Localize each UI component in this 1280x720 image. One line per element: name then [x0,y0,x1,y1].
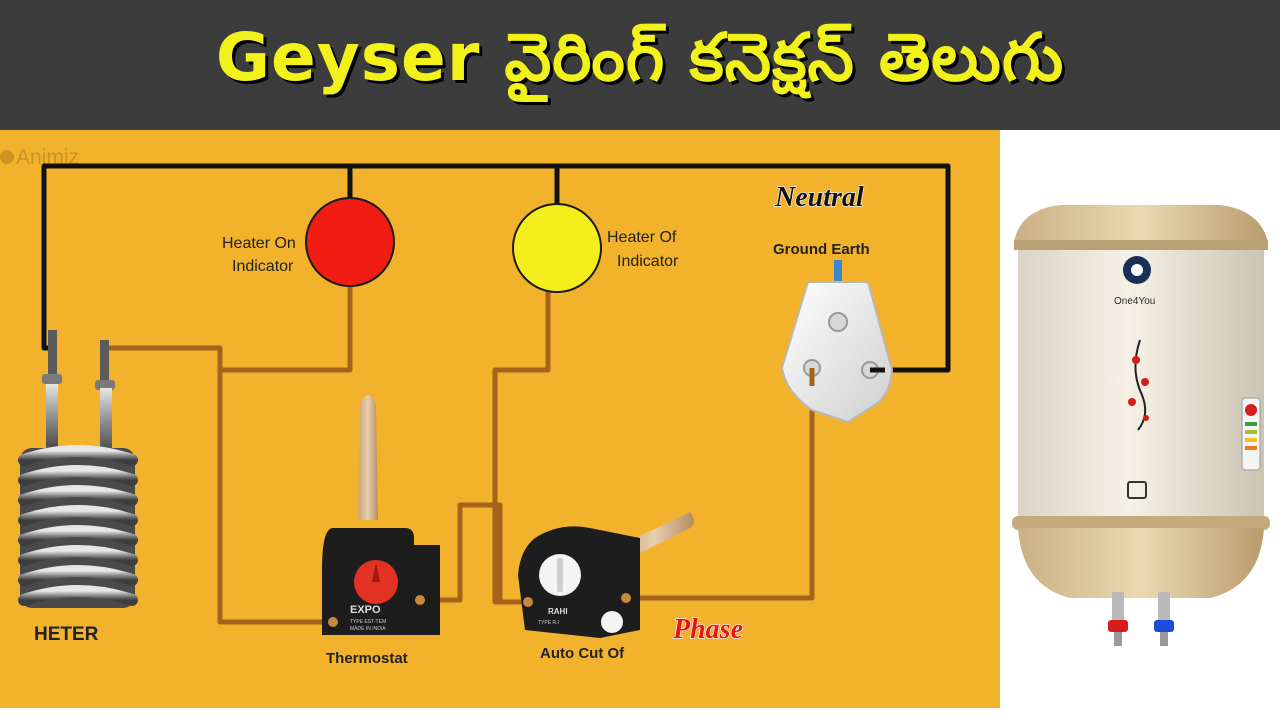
heater-top-cap [1014,205,1268,242]
watermark-text: Animiz [16,146,79,169]
cold-water-valve-icon [1154,620,1174,632]
thermostat-probe [358,395,378,520]
plug-body [780,281,894,424]
auto-cut-type: TYPE R.I [538,620,559,626]
wire-off-indicator-return [492,290,551,605]
header-banner: Geyser వైరింగ్ కనెక్షన్ తెలుగు [0,0,1280,130]
phase-wiring [105,282,815,625]
diagram-background [0,130,1000,708]
wire-thermostat-to-autocut [420,502,503,603]
wiring-diagram: Animiz Heater On Indicator Heater Of Ind… [0,130,1000,708]
heater-tank-body [1018,250,1264,518]
element-coil-loops [18,445,138,606]
wire-on-indicator-return [220,282,353,373]
wire-heater-to-thermostat [105,345,333,625]
heater-bottom-cap [1018,528,1264,598]
watermark: Animiz [0,146,79,169]
thermostat-terminal-out [415,595,425,605]
thermostat: EXPO TYPE EST-TEM MADE IN INDIA [322,395,440,635]
neutral-main-wire [41,163,951,373]
auto-cut-off: RAHI TYPE R.I [518,512,694,638]
brand-logo: One4You [1114,256,1155,307]
ground-earth-label: Ground Earth [773,241,870,258]
element-terminal-left [48,330,57,380]
svg-text:Indicator: Indicator [617,253,679,270]
plug-earth-socket [828,312,848,332]
auto-cut-terminal-in [523,597,533,607]
page-title: Geyser వైరింగ్ కనెక్షన్ తెలుగు [215,18,1065,96]
wire-autocut-to-phase [626,382,815,601]
energy-rating-label [1241,397,1261,471]
heater-label: HETER [34,624,99,645]
brand-name: One4You [1114,296,1155,307]
thermostat-type: TYPE EST-TEM [350,619,386,625]
thermostat-brand: EXPO [350,604,381,616]
isi-mark [1127,481,1147,499]
three-pin-plug [780,260,894,424]
heater-off-label: Heater Of Indicator [607,229,679,270]
water-heater-photo: One4You [1000,130,1280,720]
hot-water-valve-icon [1108,620,1128,632]
auto-cut-label: Auto Cut Of [540,645,625,662]
heater-on-indicator [305,197,395,287]
floral-decoration [1128,339,1149,431]
phase-label: Phase [672,614,743,645]
inlet-outlet-pipes [1108,592,1174,646]
thermostat-label: Thermostat [326,650,408,667]
auto-cut-reset-button [601,611,623,633]
svg-text:Heater Of: Heater Of [607,229,677,246]
auto-cut-brand: RAHI [548,607,568,616]
thermostat-made: MADE IN INDIA [350,626,386,632]
svg-text:Indicator: Indicator [232,258,294,275]
neutral-label: Neutral [774,182,864,213]
svg-text:Heater On: Heater On [222,235,296,252]
heater-on-label: Heater On Indicator [222,235,296,275]
element-terminal-right [100,340,109,385]
heating-element [18,330,138,608]
heater-off-indicator [512,203,602,293]
auto-cut-terminal-out [621,593,631,603]
thermostat-terminal-in [328,617,338,627]
